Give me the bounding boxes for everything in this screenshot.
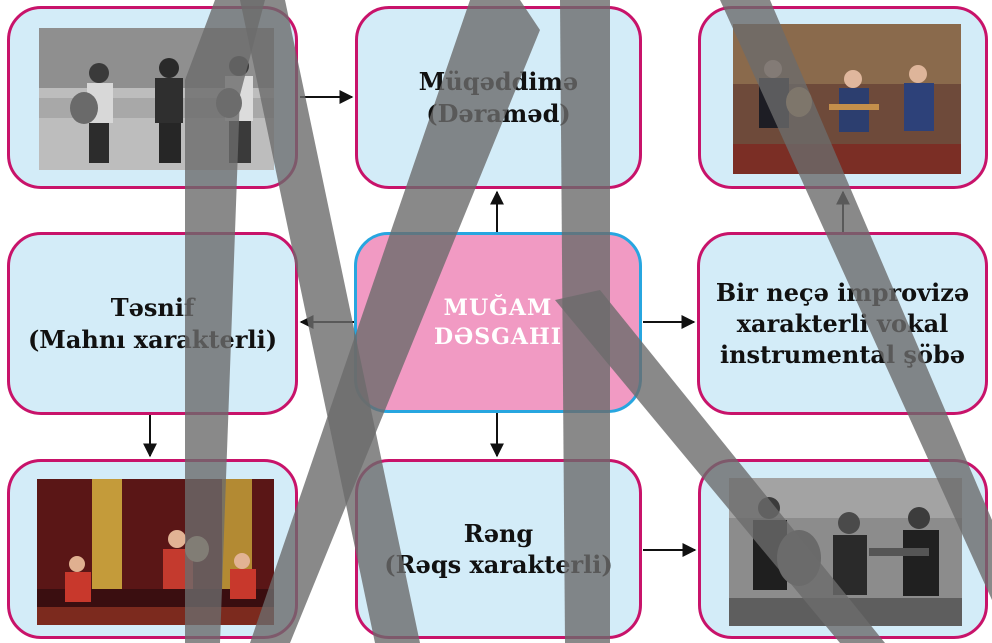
node-tesnif-line1: Təsnif	[110, 293, 195, 323]
